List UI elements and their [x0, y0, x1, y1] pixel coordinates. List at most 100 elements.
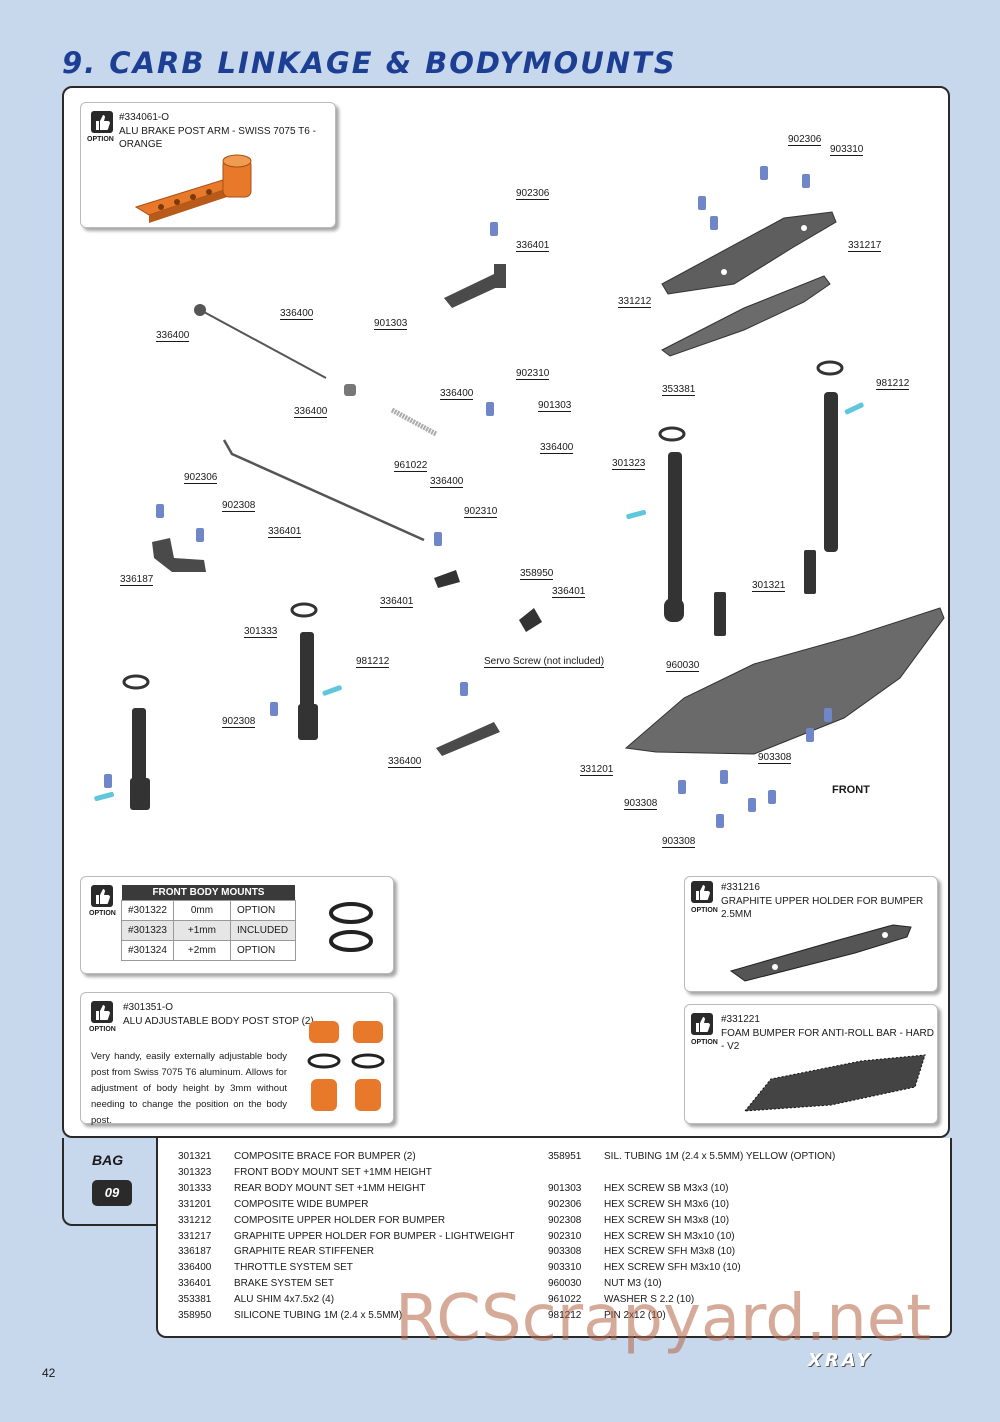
thumbs-up-icon [91, 1001, 113, 1023]
label-902310-b: 902310 [464, 506, 498, 518]
label-301323: 301323 [612, 458, 646, 470]
screws [104, 166, 832, 828]
front-indicator: FRONT [832, 784, 870, 796]
option-code: #334061-O [119, 112, 170, 123]
page-title: 9. CARB LINKAGE & BODYMOUNTS [62, 46, 677, 80]
throttle-rod [203, 311, 327, 379]
option-label: OPTION [87, 136, 114, 143]
throttle-arm [436, 722, 500, 756]
label-903308-c: 903308 [662, 836, 696, 848]
brake-cam [519, 608, 542, 632]
label-336400-e: 336400 [430, 476, 464, 488]
label-960030: 960030 [666, 660, 700, 672]
option-code: #301351-O [123, 1002, 174, 1013]
graphite-holder-image [729, 924, 912, 982]
label-961022: 961022 [394, 460, 428, 472]
label-331201: 331201 [580, 764, 614, 776]
label-902308-b: 902308 [222, 716, 256, 728]
label-336400-g: 336400 [388, 756, 422, 768]
label-336400-d: 336400 [440, 388, 474, 400]
option-card-graphite-holder: OPTION #331216 GRAPHITE UPPER HOLDER FOR… [684, 876, 938, 992]
page-number: 42 [42, 1366, 56, 1380]
label-902306-a: 902306 [788, 134, 822, 146]
label-901303-a: 901303 [374, 318, 408, 330]
rear-stiffener [152, 538, 206, 572]
label-903308-a: 903308 [758, 752, 792, 764]
label-902306-b: 902306 [516, 188, 550, 200]
bumper-brace-301321 [714, 550, 816, 636]
brake-arm [444, 274, 504, 308]
thumbs-up-icon [91, 885, 113, 907]
orange-brake-arm-image [134, 154, 252, 223]
label-336401-a: 336401 [516, 240, 550, 252]
rear-body-post-right [290, 602, 318, 740]
label-301333: 301333 [244, 626, 278, 638]
label-336401-c: 336401 [552, 586, 586, 598]
thumbs-up-icon [691, 881, 713, 903]
label-336400-c: 336400 [294, 406, 328, 418]
spring [390, 407, 438, 437]
orange-post-stop-image [307, 1021, 385, 1111]
brake-rod [222, 439, 425, 542]
front-body-post-301323 [658, 426, 686, 622]
option-label: OPTION [691, 1039, 718, 1046]
exploded-diagram [94, 166, 945, 828]
label-336187: 336187 [120, 574, 154, 586]
option-card-post-stop: OPTION #301351-O ALU ADJUSTABLE BODY POS… [80, 992, 394, 1126]
brake-arm-post [494, 264, 506, 288]
label-902310-a: 902310 [516, 368, 550, 380]
label-981212-a: 981212 [876, 378, 910, 390]
brake-arm-lower [434, 570, 460, 588]
rear-body-post-left [122, 674, 150, 810]
bag-label: BAG [92, 1152, 124, 1168]
watermark: RCScrapyard.net [395, 1282, 932, 1356]
label-903310: 903310 [830, 144, 864, 156]
option-code: #331221 [721, 1014, 760, 1025]
label-301321: 301321 [752, 580, 786, 592]
body-mount-shims-image [329, 902, 373, 952]
label-902306-c: 902306 [184, 472, 218, 484]
label-981212-b: 981212 [356, 656, 390, 668]
label-336400-a: 336400 [156, 330, 190, 342]
label-353381: 353381 [662, 384, 696, 396]
option-label: OPTION [89, 1026, 116, 1033]
thumbs-up-icon [691, 1013, 713, 1035]
foam-bumper-image [743, 1054, 926, 1112]
option-card-foam-bumper: OPTION #331221 FOAM BUMPER FOR ANTI-ROLL… [684, 1004, 938, 1124]
table-header: FRONT BODY MOUNTS [121, 885, 296, 901]
brand-logo: XRAY [808, 1350, 873, 1371]
option-card-brake-arm: OPTION #334061-O ALU BRAKE POST ARM - SW… [80, 102, 336, 228]
upper-holder-331217 [661, 275, 831, 357]
option-name: ALU BRAKE POST ARM - SWISS 7075 T6 - ORA… [119, 126, 316, 150]
bag-number: 09 [92, 1180, 132, 1206]
label-331217: 331217 [848, 240, 882, 252]
option-name: GRAPHITE UPPER HOLDER FOR BUMPER 2.5MM [721, 896, 924, 920]
upper-holder-331212 [661, 211, 837, 295]
main-panel: OPTION #334061-O ALU BRAKE POST ARM - SW… [62, 86, 950, 1138]
